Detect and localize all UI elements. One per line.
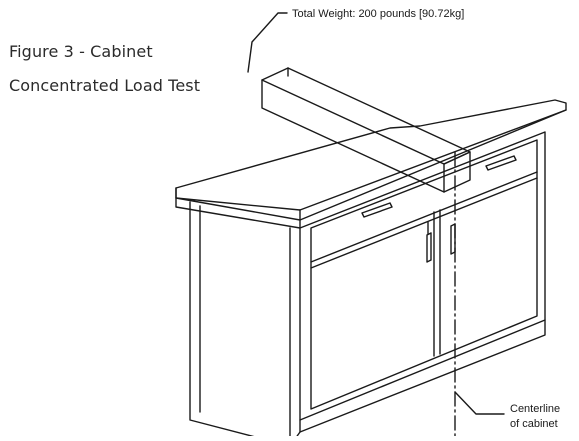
drawer-handle-right [485, 155, 517, 171]
drawer-handle-left [361, 202, 393, 218]
cabinet-front-inner [310, 139, 538, 410]
countertop-front-edge [175, 109, 567, 221]
figure-title-line2: Concentrated Load Test [9, 76, 201, 95]
cabinet-left-side [189, 201, 291, 441]
door-split-line [433, 209, 441, 357]
load-beam-front [261, 79, 445, 193]
door-handle-left [426, 232, 432, 263]
cabinet-base-line [292, 431, 301, 441]
cabinet-front-frame [299, 131, 546, 421]
load-beam-top [261, 67, 471, 165]
centerline-callout-line1: Centerline [510, 403, 560, 415]
drawer-divider-lower [310, 177, 538, 269]
countertop-corner-left [175, 197, 301, 229]
drawer-divider [310, 171, 538, 263]
centerline-callout-line2: of cabinet [510, 418, 558, 430]
weight-callout-text: Total Weight: 200 pounds [90.72kg] [292, 8, 464, 20]
centerline-leader [454, 391, 505, 415]
countertop-top-surface [175, 99, 567, 211]
figure-title-line1: Figure 3 - Cabinet [9, 42, 153, 61]
load-beam-end [443, 151, 471, 193]
weight-leader-line [247, 12, 288, 73]
cabinet-toe-kick [299, 319, 546, 433]
